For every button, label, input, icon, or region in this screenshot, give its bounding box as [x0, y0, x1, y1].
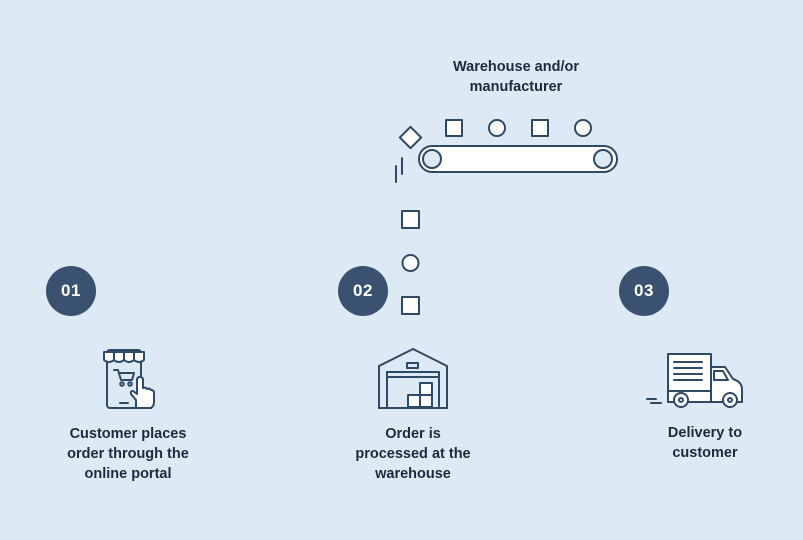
falling-box-icon [401, 296, 420, 315]
source-title-line1: Warehouse and/or [453, 59, 579, 75]
step-3-badge: 03 [619, 266, 669, 316]
belt-circle-icon [574, 119, 592, 137]
belt-roller-left [422, 149, 442, 169]
step-3-label-line2: customer [672, 445, 738, 461]
step-1-label: Customer places order through the online… [48, 424, 208, 484]
conveyor-belt [418, 145, 618, 173]
belt-box-icon [445, 119, 463, 137]
source-title: Warehouse and/or manufacturer [416, 57, 616, 97]
shopping-phone-icon [103, 349, 155, 409]
belt-roller-right [593, 149, 613, 169]
step-1-label-line1: Customer places [69, 426, 187, 442]
warehouse-icon [378, 348, 448, 409]
step-3-label-line1: Delivery to [667, 425, 743, 441]
falling-diamond-icon [398, 125, 423, 150]
belt-box-icon [531, 119, 549, 137]
falling-box-icon [401, 210, 420, 229]
step-2-label: Order is processed at the warehouse [333, 424, 493, 484]
step-3-label: Delivery to customer [625, 423, 785, 463]
step-1-badge: 01 [46, 266, 96, 316]
step-1-label-line3: online portal [84, 466, 172, 482]
belt-circle-icon [488, 119, 506, 137]
source-title-line2: manufacturer [469, 79, 563, 95]
step-2-label-line2: processed at the [355, 446, 471, 462]
step-2-label-line3: warehouse [375, 466, 451, 482]
falling-circle-icon [401, 254, 420, 272]
step-1-label-line2: order through the [67, 446, 189, 462]
delivery-truck-icon [646, 353, 743, 408]
step-2-badge: 02 [338, 266, 388, 316]
step-2-label-line1: Order is [385, 426, 441, 442]
